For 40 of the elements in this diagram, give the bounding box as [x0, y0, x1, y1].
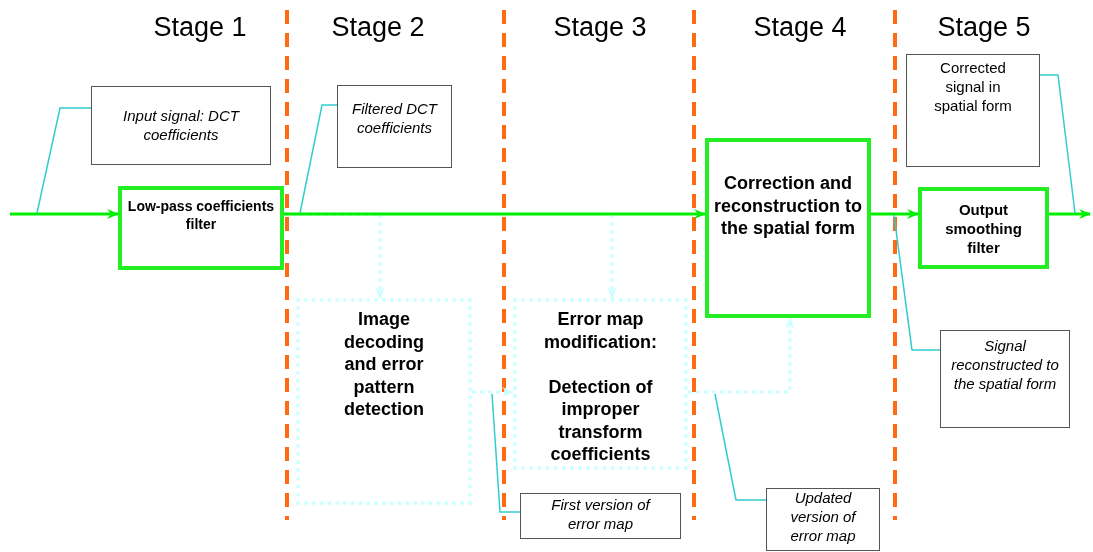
box-text: Signal reconstructed to the spatial form: [950, 337, 1060, 394]
process-box: [118, 186, 284, 270]
stage-heading: Stage 3: [552, 12, 648, 43]
stage-heading: Stage 1: [152, 12, 248, 43]
leader-line: [893, 214, 941, 351]
leader-line: [1039, 74, 1076, 214]
box-text: Corrected signal in spatial form: [933, 59, 1013, 116]
arrow: [472, 387, 514, 397]
box-text: Filtered DCT coefficients: [351, 100, 439, 138]
arrow: [688, 317, 795, 394]
box-text: Error map modification:: [543, 308, 658, 353]
leader-line: [491, 393, 521, 513]
callout-box: [940, 330, 1070, 428]
process-box: [705, 138, 871, 318]
stage-heading: Stage 5: [936, 12, 1032, 43]
box-text: Input signal: DCT coefficients: [122, 107, 241, 145]
box-text: Updated version of error map: [789, 489, 858, 546]
stage-heading: Stage 2: [330, 12, 426, 43]
arrow: [871, 209, 919, 219]
arrow: [284, 209, 706, 219]
box-text: Correction and reconstruction to the spatial form: [713, 172, 863, 240]
callout-box: [906, 54, 1040, 167]
arrow: [10, 209, 119, 219]
arrow: [1049, 209, 1091, 219]
dotted-process-box: [513, 298, 688, 470]
box-text: Output smoothing filter: [944, 201, 1023, 258]
process-box: [918, 187, 1049, 269]
box-text: Detection of improper transform coefficients: [547, 375, 654, 466]
stage-heading: Stage 4: [752, 12, 848, 43]
leader-line: [714, 393, 767, 501]
box-text: Image decoding and error pattern detection: [343, 308, 425, 421]
box-text: Low-pass coefficients filter: [126, 198, 276, 233]
callout-box: [520, 493, 681, 539]
callout-box: [766, 488, 880, 551]
callout-box: [91, 86, 271, 165]
leader-line: [36, 107, 92, 214]
box-text: First version of error map: [550, 496, 652, 534]
callout-box: [337, 85, 452, 168]
leader-line: [299, 104, 338, 214]
dotted-process-box: [296, 298, 472, 505]
